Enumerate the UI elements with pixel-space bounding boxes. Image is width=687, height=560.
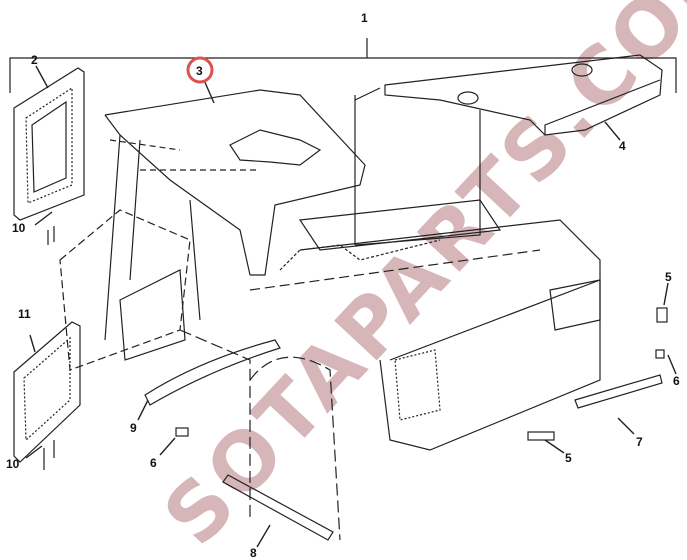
retainer-part-5b bbox=[527, 431, 555, 441]
callout-2: 2 bbox=[31, 53, 38, 67]
side-window-part-11 bbox=[13, 321, 81, 470]
callout-10-lower: 10 bbox=[6, 457, 20, 471]
seal-part-8 bbox=[222, 474, 334, 541]
soft-top-part-3 bbox=[104, 89, 366, 341]
assembly-bracket bbox=[9, 38, 677, 93]
vehicle-body-frame bbox=[59, 87, 601, 541]
clip-part-6a bbox=[655, 349, 665, 359]
callout-11: 11 bbox=[18, 307, 31, 321]
callout-6-left: 6 bbox=[150, 456, 157, 470]
callout-5-right: 5 bbox=[665, 270, 672, 284]
callout-10-upper: 10 bbox=[12, 221, 26, 235]
clip-part-6b bbox=[175, 427, 189, 437]
callout-8: 8 bbox=[250, 546, 257, 560]
seal-part-7 bbox=[574, 374, 663, 409]
callout-4: 4 bbox=[619, 139, 626, 153]
callout-3: 3 bbox=[196, 64, 203, 78]
callout-9: 9 bbox=[130, 421, 137, 435]
retainer-part-5a bbox=[656, 307, 668, 323]
seal-part-9 bbox=[144, 339, 281, 406]
rear-curtain-part-4 bbox=[384, 54, 663, 136]
callout-6-right: 6 bbox=[673, 374, 680, 388]
highlight-circle bbox=[186, 56, 214, 84]
callout-5-lower: 5 bbox=[565, 451, 572, 465]
callout-1: 1 bbox=[361, 11, 368, 25]
rear-window-part-2 bbox=[13, 67, 85, 245]
callout-7: 7 bbox=[636, 435, 643, 449]
leader-arrows bbox=[25, 65, 677, 548]
